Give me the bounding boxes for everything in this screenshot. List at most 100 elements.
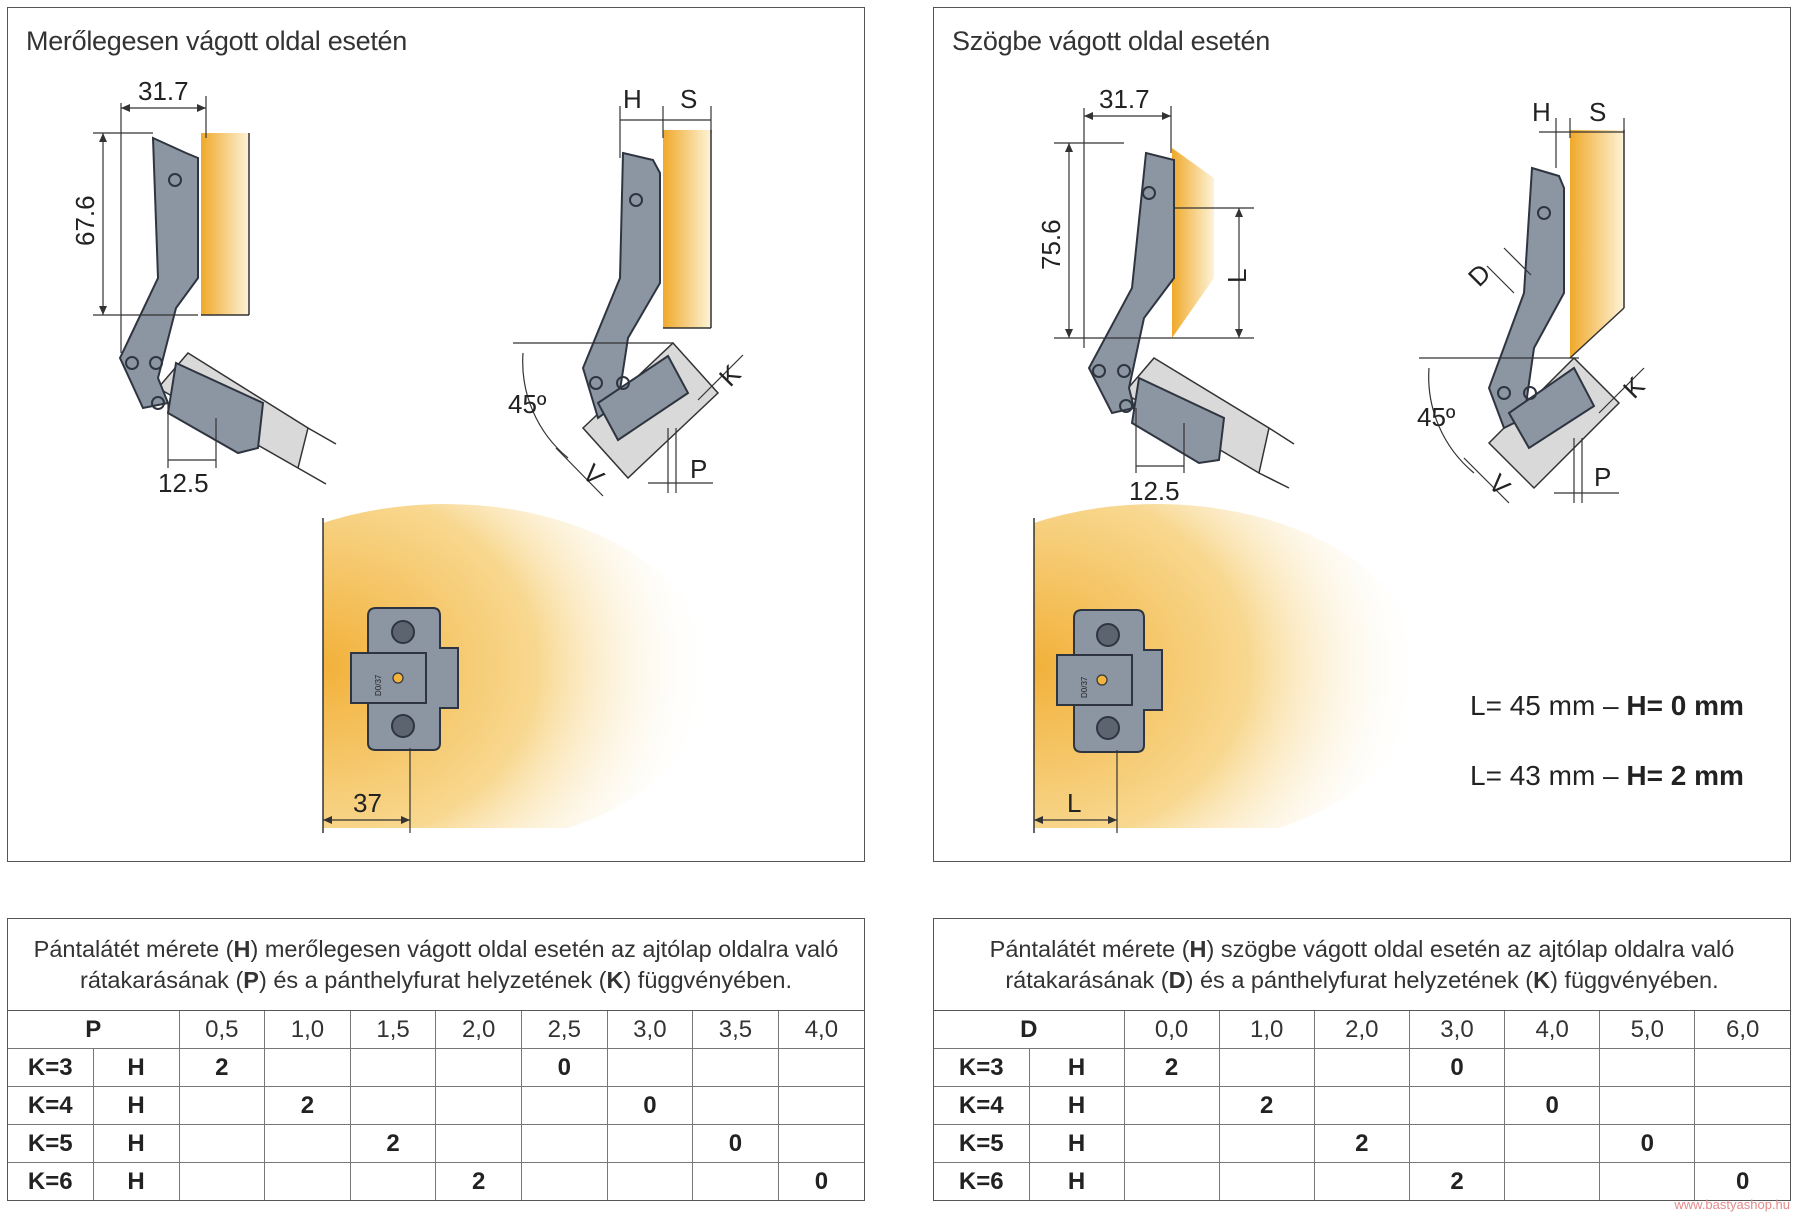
left-hinge-diagram: 31.7 67.6 12.5 H S <box>70 76 747 833</box>
table-cell: 2 <box>264 1086 351 1125</box>
table-cell <box>606 1162 694 1200</box>
table-cell <box>606 1124 694 1163</box>
dim-width-label: 31.7 <box>138 76 189 106</box>
row-k-label: K=3 <box>8 1048 94 1087</box>
table-cell <box>1313 1162 1410 1200</box>
header-cell: 4,0 <box>1504 1011 1601 1049</box>
side-panel-wood <box>201 133 249 315</box>
table-cell: 2 <box>435 1162 522 1200</box>
table-cell <box>178 1086 266 1125</box>
plate-code-label: D0/37 <box>1080 676 1089 698</box>
dim-H-label: H <box>623 84 642 114</box>
table-cell <box>264 1124 351 1163</box>
row-h-label: H <box>92 1124 180 1163</box>
dim-height-label: 67.6 <box>70 195 100 246</box>
table-cell <box>1599 1048 1696 1087</box>
table-cell <box>606 1048 694 1087</box>
header-cell: 0,0 <box>1123 1011 1220 1049</box>
table-cell <box>1313 1048 1410 1087</box>
row-h-label: H <box>1028 1124 1125 1163</box>
table-cell: 2 <box>178 1048 266 1087</box>
table-cell <box>264 1162 351 1200</box>
dim-S-label: S <box>1589 97 1606 127</box>
table-cell: 2 <box>1408 1162 1506 1200</box>
table-cell <box>178 1162 266 1200</box>
dim-offset-label: 12.5 <box>1129 476 1180 506</box>
row-k-label: K=4 <box>934 1086 1030 1125</box>
table-cell <box>435 1124 522 1163</box>
table-cell <box>1694 1124 1790 1163</box>
row-k-label: K=5 <box>8 1124 94 1163</box>
table-cell <box>1599 1162 1696 1200</box>
screw-bottom-icon <box>1096 716 1120 740</box>
table-cell: 0 <box>692 1124 779 1163</box>
dim-S-label: S <box>680 84 697 114</box>
row-h-label: H <box>92 1048 180 1087</box>
table-cell: 0 <box>520 1048 608 1087</box>
left-diagram-panel: Merőlegesen vágott oldal esetén <box>7 7 865 862</box>
watermark: www.bastyashop.hu <box>1674 1197 1790 1212</box>
plate-code-label: D0/37 <box>374 674 383 696</box>
row-k-label: K=4 <box>8 1086 94 1125</box>
dim-V-label: V <box>1483 468 1517 502</box>
table-cell <box>1218 1124 1315 1163</box>
table-cell <box>1313 1086 1410 1125</box>
row-h-label: H <box>92 1162 180 1200</box>
table-cell <box>520 1162 608 1200</box>
header-cell: 3,0 <box>1408 1011 1506 1049</box>
header-cell: 0,5 <box>178 1011 266 1049</box>
table-cell: 2 <box>1313 1124 1410 1163</box>
dim-angle-label: 45º <box>508 389 547 419</box>
formula-line-2: L= 43 mm – H= 2 mm <box>1470 760 1744 791</box>
screw-bottom-icon <box>391 714 415 738</box>
table-cell <box>178 1124 266 1163</box>
table-cell <box>264 1048 351 1087</box>
header-cell: 2,5 <box>520 1011 608 1049</box>
right-diagram-panel: Szögbe vágott oldal esetén L <box>933 7 1791 862</box>
dim-K-label: K <box>1617 370 1651 404</box>
table-cell <box>349 1162 437 1200</box>
row-h-label: H <box>1028 1162 1125 1200</box>
header-label: D <box>934 1011 1125 1049</box>
row-h-label: H <box>92 1086 180 1125</box>
table-cell <box>777 1086 864 1125</box>
hinge-figure-1: 31.7 67.6 12.5 <box>70 76 337 498</box>
dim-K-label: K <box>713 358 747 392</box>
header-cell: 6,0 <box>1694 1011 1790 1049</box>
table-cell <box>1694 1086 1790 1125</box>
row-k-label: K=6 <box>8 1162 94 1200</box>
right-table: Pántalátét mérete (H) szögbe vágott olda… <box>933 918 1791 1201</box>
dim-plate-label: 37 <box>353 788 382 818</box>
hinge-figure-2: H S D 45º V K P <box>1417 97 1651 504</box>
header-cell: 2,0 <box>435 1011 522 1049</box>
table-cell: 0 <box>606 1086 694 1125</box>
hinge-arm <box>118 136 199 410</box>
dim-P-label: P <box>1594 462 1611 492</box>
header-cell: 3,5 <box>692 1011 779 1049</box>
row-h-label: H <box>1028 1048 1125 1087</box>
table-cell <box>520 1086 608 1125</box>
dim-H-label: H <box>1532 97 1551 127</box>
table-cell <box>520 1124 608 1163</box>
table-cell <box>1408 1124 1506 1163</box>
hinge-cup <box>166 361 265 455</box>
table-cell <box>435 1048 522 1087</box>
table-cell <box>1218 1162 1315 1200</box>
dim-plate-label: L <box>1067 788 1081 818</box>
table-cell <box>349 1048 437 1087</box>
table-cell <box>1694 1048 1790 1087</box>
table-cell <box>1504 1048 1601 1087</box>
mounting-plate-figure: D0/37 37 <box>322 504 714 833</box>
hinge-figure-1: L 31.7 75.6 12.5 <box>1036 84 1295 506</box>
dim-L-label: L <box>1222 269 1252 283</box>
